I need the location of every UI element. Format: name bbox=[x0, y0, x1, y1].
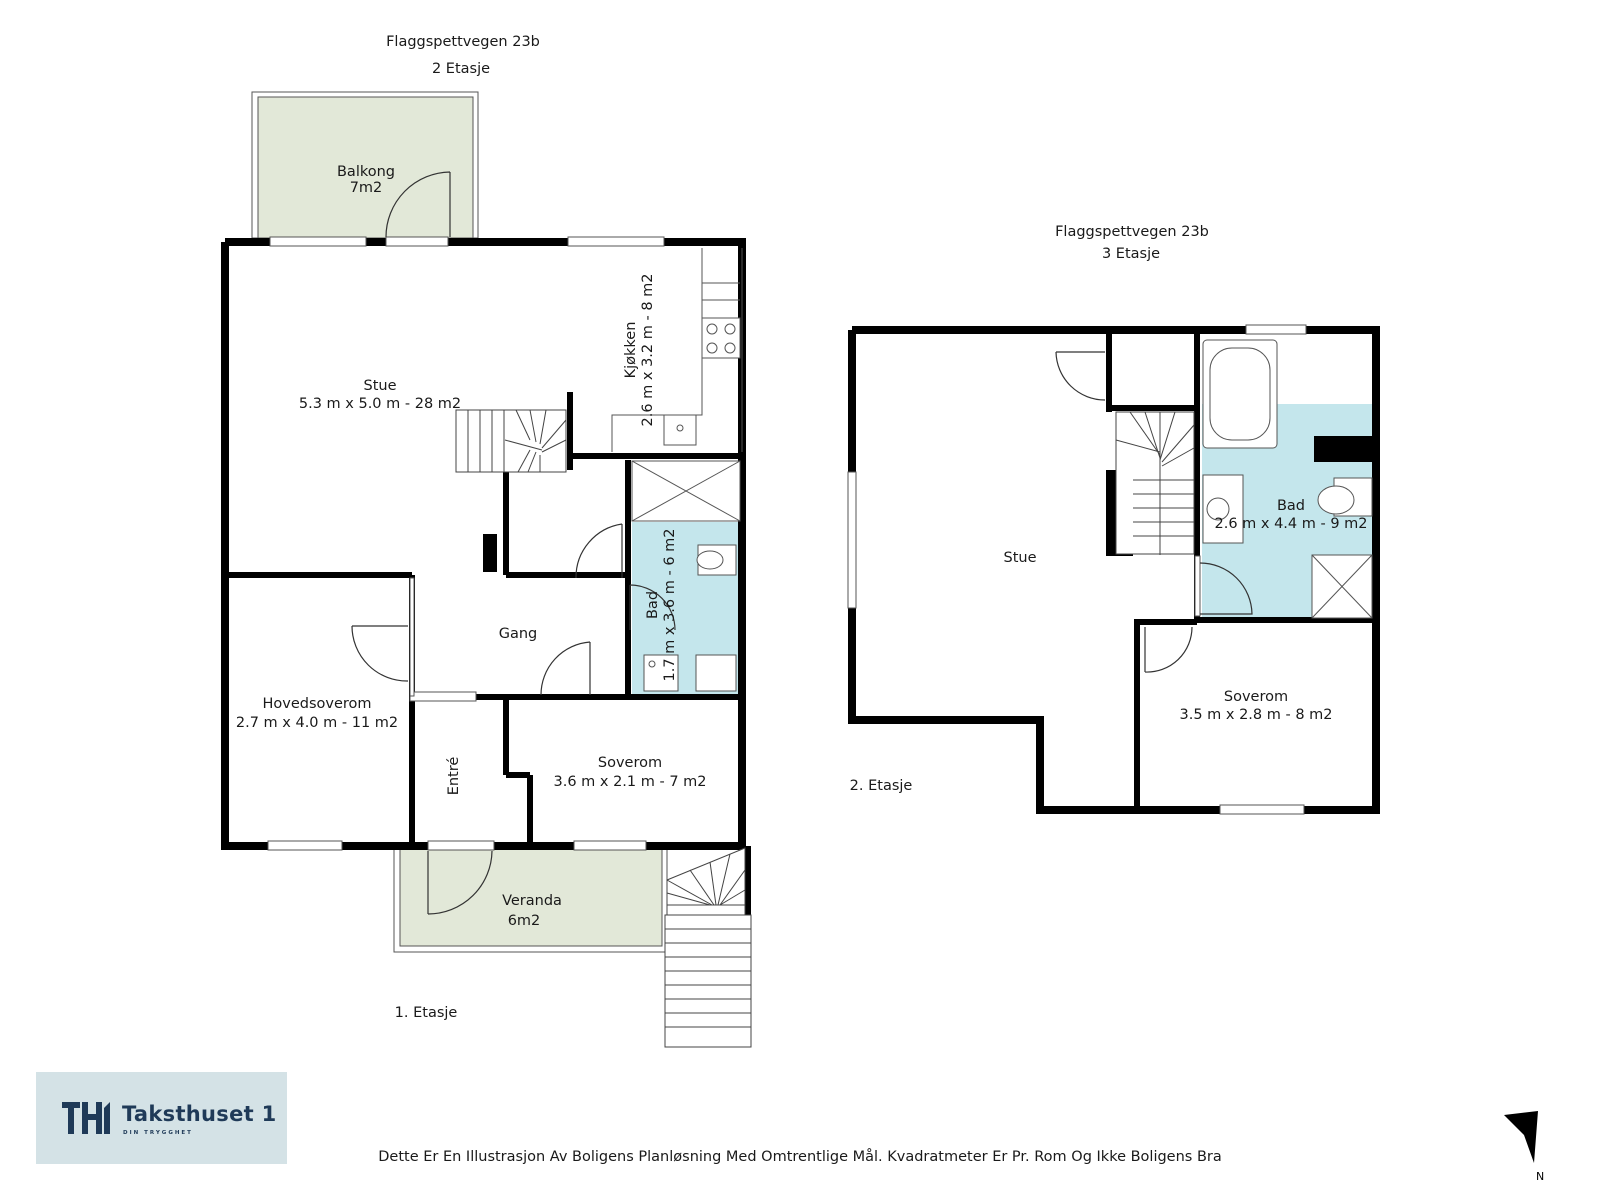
address-label-a: Flaggspettvegen 23b bbox=[386, 34, 540, 50]
doors bbox=[351, 171, 676, 915]
company-logo: Taksthuset 1 DIN TRYGGHET bbox=[36, 1072, 287, 1164]
balcony bbox=[251, 91, 479, 239]
doors-b bbox=[1055, 351, 1253, 673]
room-size-stue: 5.3 m x 5.0 m - 28 m2 bbox=[299, 396, 461, 412]
floor-caption-a: 1. Etasje bbox=[395, 1005, 458, 1021]
room-size-hovedsoverom: 2.7 m x 4.0 m - 11 m2 bbox=[236, 715, 398, 731]
bath-fixtures bbox=[631, 460, 741, 692]
bath-fixtures-b bbox=[1202, 339, 1373, 619]
room-size-veranda: 6m2 bbox=[508, 913, 541, 929]
address-label-b: Flaggspettvegen 23b bbox=[1055, 224, 1209, 240]
room-name-bad: Bad bbox=[645, 591, 661, 619]
room-size-balkong: 7m2 bbox=[350, 180, 383, 196]
room-name-soverom: Soverom bbox=[598, 755, 662, 771]
room-size-soverom-b: 3.5 m x 2.8 m - 8 m2 bbox=[1179, 707, 1332, 723]
north-label: N bbox=[1536, 1170, 1544, 1183]
wall-column bbox=[483, 534, 497, 572]
outer-walls-b bbox=[848, 326, 1380, 814]
inner-stairs bbox=[455, 409, 567, 473]
room-size-bad-b: 2.6 m x 4.4 m - 9 m2 bbox=[1214, 516, 1367, 532]
kitchen-counter bbox=[611, 248, 743, 452]
wall-stub-b bbox=[1314, 436, 1372, 462]
room-name-stue-b: Stue bbox=[1003, 550, 1036, 566]
taksthuset-logo-icon bbox=[62, 1102, 110, 1134]
room-name-hovedsoverom: Hovedsoverom bbox=[262, 696, 371, 712]
outer-stairs bbox=[664, 847, 752, 1048]
labels-floor-a: Flaggspettvegen 23b 2 Etasje Balkong 7m2… bbox=[236, 34, 707, 1021]
room-size-bad: 1.7 m x 3.6 m - 6 m2 bbox=[662, 528, 678, 681]
room-name-bad-b: Bad bbox=[1277, 498, 1305, 514]
floor-caption-b: 2. Etasje bbox=[850, 778, 913, 794]
room-name-kjokken: Kjøkken bbox=[623, 322, 639, 379]
room-size-soverom: 3.6 m x 2.1 m - 7 m2 bbox=[553, 774, 706, 790]
labels-floor-b: Flaggspettvegen 23b 3 Etasje Stue Bad 2.… bbox=[850, 224, 1368, 794]
room-name-gang: Gang bbox=[499, 626, 538, 642]
windows-b bbox=[847, 324, 1307, 815]
room-name-soverom-b: Soverom bbox=[1224, 689, 1288, 705]
north-arrow-icon: N bbox=[1504, 1111, 1544, 1183]
room-name-entre: Entré bbox=[446, 757, 462, 796]
room-name-balkong: Balkong bbox=[337, 164, 395, 180]
room-name-stue: Stue bbox=[363, 378, 396, 394]
room-name-veranda: Veranda bbox=[502, 893, 562, 909]
inner-stairs-b bbox=[1115, 411, 1195, 555]
floor-label-a: 2 Etasje bbox=[432, 61, 490, 77]
windows bbox=[267, 236, 665, 851]
disclaimer-text: Dette Er En Illustrasjon Av Boligens Pla… bbox=[378, 1149, 1222, 1165]
logo-brand-name: Taksthuset 1 bbox=[122, 1102, 277, 1126]
room-size-kjokken: 2.6 m x 3.2 m - 8 m2 bbox=[640, 273, 656, 426]
floor-label-b: 3 Etasje bbox=[1102, 246, 1160, 262]
logo-tagline: DIN TRYGGHET bbox=[123, 1130, 193, 1136]
